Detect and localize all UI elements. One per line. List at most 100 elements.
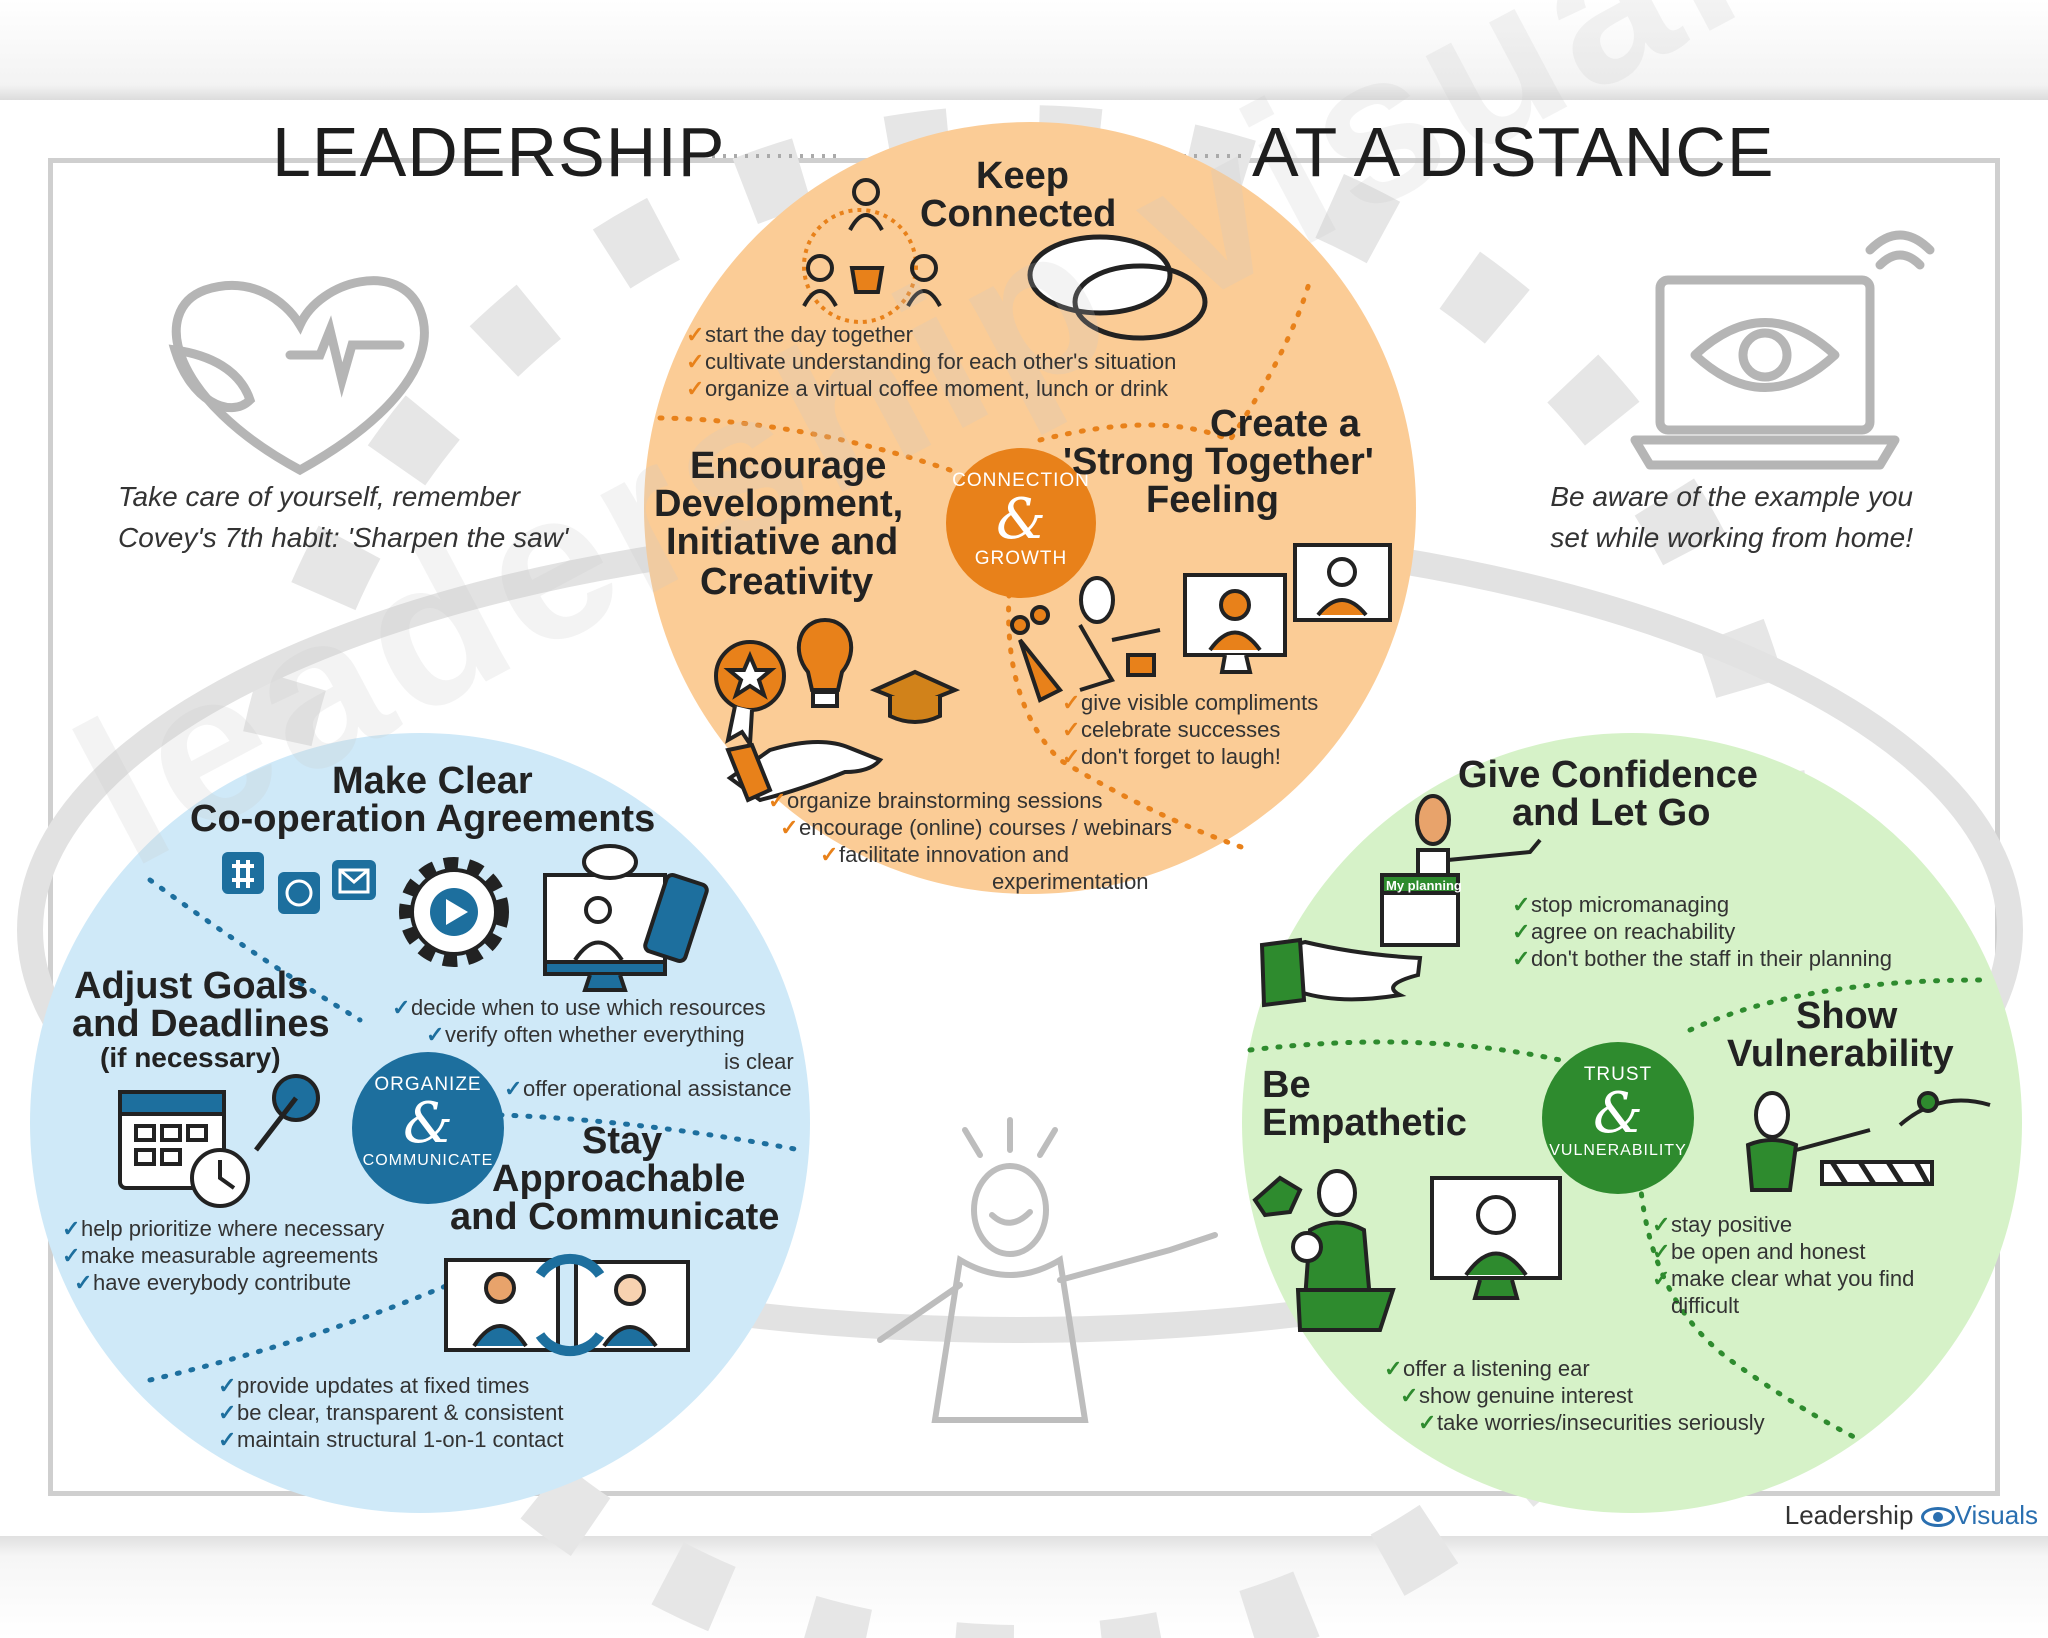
title-right: AT A DISTANCE [1252, 113, 1775, 191]
heading-stay-approachable-3: and Communicate [450, 1196, 780, 1238]
hub-organize-communicate: ORGANIZE & COMMUNICATE [352, 1052, 504, 1204]
list-item: ✓stay positive [1652, 1212, 1793, 1237]
list-item: ✓organize brainstorming sessions [768, 788, 1103, 813]
heading-encourage-2: Development, [654, 483, 904, 525]
hub-connection-growth: CONNECTION & GROWTH [946, 448, 1096, 598]
list-item: ✓offer a listening ear [1384, 1356, 1590, 1381]
list-item: ✓don't bother the staff in their plannin… [1512, 946, 1892, 971]
heading-clear-agreements-2: Co-operation Agreements [190, 798, 656, 840]
award-ribbon-icon [714, 640, 786, 751]
hub-top-label: TRUST [1583, 1064, 1653, 1085]
heading-be-empathetic-2: Empathetic [1262, 1102, 1467, 1144]
green-divider-1 [1247, 1039, 1563, 1063]
green-monitor-icon [1430, 1176, 1562, 1300]
list-item: ✓be clear, transparent & consistent [218, 1400, 564, 1425]
list-give-confidence: ✓stop micromanaging ✓agree on reachabili… [1512, 891, 1892, 972]
list-item: ✓make clear what you find [1652, 1266, 1915, 1291]
giving-hand-icon [725, 740, 884, 803]
celebrating-figure-icon [1010, 576, 1161, 703]
heading-give-confidence-1: Give Confidence [1458, 754, 1758, 796]
hub-bottom-label: GROWTH [974, 548, 1068, 569]
list-item: ✓give visible compliments [1062, 690, 1319, 715]
list-item: ✓agree on reachability [1512, 919, 1736, 944]
gear-play-icon [399, 857, 509, 967]
list-stay-approachable: ✓provide updates at fixed times ✓be clea… [218, 1372, 564, 1453]
list-item: experimentation [992, 869, 1149, 894]
list-item: ✓start the day together [686, 322, 913, 347]
list-item: ✓cultivate understanding for each other'… [686, 349, 1177, 374]
heading-strong-together-1: Create a [1210, 403, 1360, 445]
list-be-empathetic: ✓offer a listening ear ✓show genuine int… [1384, 1355, 1765, 1436]
hub-trust-vulnerability: TRUST & VULNERABILITY [1542, 1042, 1694, 1194]
heading-show-vulnerability-1: Show [1796, 995, 1898, 1037]
eye-logo-icon [1920, 1507, 1955, 1527]
brand-name: Leadership [1784, 1500, 1914, 1530]
hub-bottom-label: VULNERABILITY [1549, 1142, 1687, 1159]
list-item: ✓maintain structural 1-on-1 contact [218, 1427, 564, 1452]
hub-bottom-label: COMMUNICATE [362, 1152, 494, 1169]
brand-logo: Leadership Visuals [1785, 1500, 2038, 1531]
quote-be-aware: Be aware of the example you set while wo… [1550, 481, 1913, 553]
graduation-cap-icon [869, 669, 961, 724]
monitor-phone-icon [543, 844, 709, 992]
sync-monitors-icon [444, 1253, 690, 1357]
list-item: ✓facilitate innovation and [820, 842, 1069, 867]
list-item: ✓organize a virtual coffee moment, lunch… [686, 376, 1169, 401]
blue-divider-3 [147, 1277, 463, 1383]
list-item: ✓take worries/insecurities seriously [1418, 1410, 1765, 1435]
planning-board-label: My planning [1386, 878, 1462, 893]
green-divider-2 [1687, 977, 1983, 1033]
heading-show-vulnerability-2: Vulnerability [1727, 1033, 1954, 1075]
subheading-if-necessary: (if necessary) [100, 1042, 281, 1073]
speech-bubbles-icon [1027, 234, 1208, 341]
list-item: ✓provide updates at fixed times [218, 1373, 530, 1398]
list-item: ✓verify often whether everything [426, 1022, 745, 1047]
list-encourage: ✓organize brainstorming sessions ✓encour… [768, 787, 1172, 895]
heading-adjust-goals-2: and Deadlines [72, 1003, 330, 1045]
heading-encourage-4: Creativity [700, 561, 874, 603]
central-figure [877, 1117, 1218, 1423]
list-item: ✓celebrate successes [1062, 717, 1281, 742]
lightbulb-icon [797, 617, 853, 708]
hub-amp: & [996, 487, 1046, 552]
list-strong-together: ✓give visible compliments ✓celebrate suc… [1062, 689, 1318, 770]
orange-divider-1 [657, 415, 953, 473]
list-show-vulnerability: ✓stay positive ✓be open and honest ✓make… [1652, 1211, 1914, 1319]
list-item: ✓encourage (online) courses / webinars [780, 815, 1172, 840]
barrier-figure-icon [1745, 1091, 1991, 1192]
orange-divider-2 [1037, 277, 1313, 444]
top-shade [0, 0, 2048, 100]
brand-suffix: Visuals [1954, 1500, 2038, 1530]
list-item: ✓offer operational assistance [504, 1076, 792, 1101]
list-item: ✓show genuine interest [1400, 1383, 1634, 1408]
planning-person-icon [1380, 794, 1542, 947]
heading-strong-together-3: Feeling [1146, 479, 1280, 521]
list-item: ✓have everybody contribute [74, 1270, 352, 1295]
list-item: ✓don't forget to laugh! [1062, 744, 1281, 769]
orange-divider-3 [1006, 577, 1253, 853]
blue-divider-1 [147, 877, 363, 1023]
hub-top-label: ORGANIZE [374, 1074, 482, 1095]
hub-top-label: CONNECTION [952, 470, 1090, 491]
heading-strong-together-2: 'Strong Together' [1063, 441, 1374, 483]
heading-encourage-1: Encourage [690, 445, 887, 487]
coffee-meeting-icon [802, 178, 942, 324]
list-item: ✓help prioritize where necessary [62, 1216, 385, 1241]
heading-be-empathetic-1: Be [1262, 1064, 1311, 1106]
title-left: LEADERSHIP [272, 113, 726, 191]
list-item: ✓stop micromanaging [1512, 892, 1730, 917]
laptop-eye-icon [1630, 230, 1935, 470]
heading-give-confidence-2: and Let Go [1512, 792, 1711, 834]
list-clear-agreements: ✓decide when to use which resources ✓ver… [392, 994, 794, 1102]
calendar-clock-icon [118, 1074, 320, 1208]
list-item: ✓make measurable agreements [62, 1243, 379, 1268]
bottom-shade [0, 1536, 2048, 1638]
list-keep-connected: ✓start the day together ✓cultivate under… [686, 321, 1176, 402]
list-item: ✓decide when to use which resources [392, 995, 766, 1020]
list-item: ✓be open and honest [1652, 1239, 1866, 1264]
heading-clear-agreements-1: Make Clear [332, 760, 533, 802]
heading-encourage-3: Initiative and [666, 521, 899, 563]
empathetic-figure-icon [1252, 1169, 1396, 1332]
hub-amp: & [403, 1091, 453, 1156]
hub-amp: & [1593, 1081, 1643, 1146]
